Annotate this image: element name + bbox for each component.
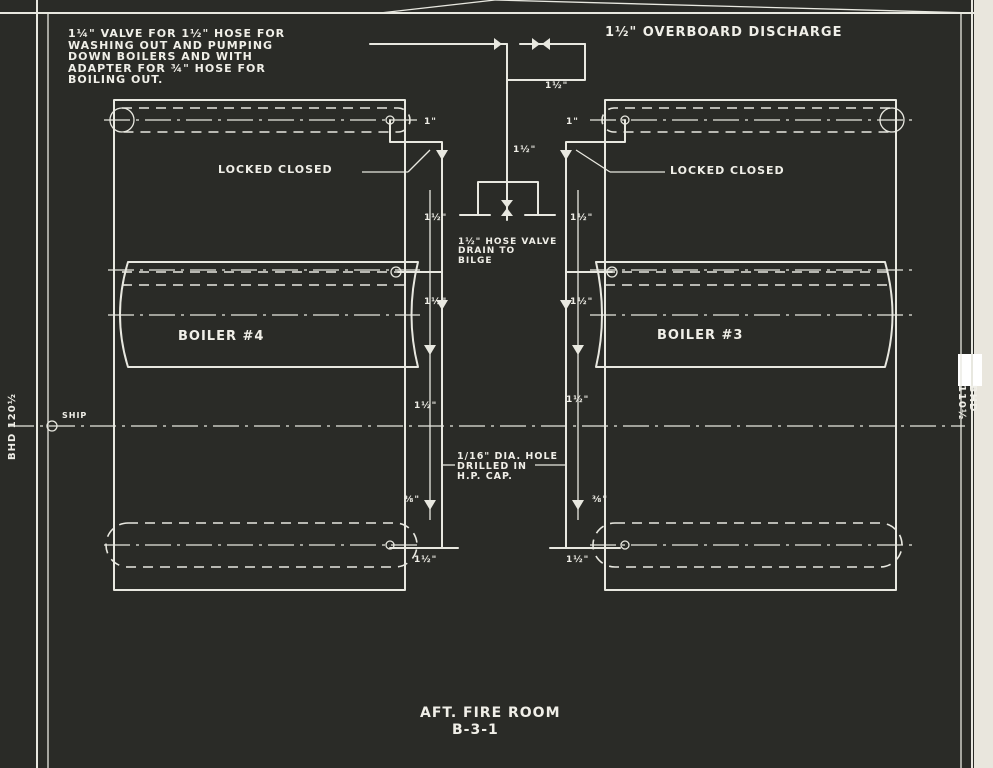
pipe-size-right-1in: 1" xyxy=(566,117,579,127)
pipe-size-right-low: 1½" xyxy=(566,395,590,405)
locked-closed-right-label: LOCKED CLOSED xyxy=(670,164,785,177)
pipe-size-left-mid: 1½" xyxy=(424,297,448,307)
pipe-size-right-3-8: ⅜" xyxy=(592,495,609,505)
pipe-size-left-1in: 1" xyxy=(424,117,437,127)
pipe-size-top: 1½" xyxy=(545,81,569,91)
pipe-size-center: 1½" xyxy=(513,145,537,155)
pipe-size-right-mid: 1½" xyxy=(570,297,594,307)
ship-centerline-label: SHIP xyxy=(62,411,88,420)
valve-symbols xyxy=(46,38,630,550)
pipe-size-right-upper: 1½" xyxy=(570,213,594,223)
hose-valve-drain-label: 1½" HOSE VALVE DRAIN TO BILGE xyxy=(458,237,558,266)
boiler-4-label: BOILER #4 xyxy=(178,329,265,344)
title-line-2: B-3-1 xyxy=(452,722,499,738)
pipe-size-right-bottom: 1½" xyxy=(566,555,590,565)
paper-tab xyxy=(958,354,982,386)
bhd-left-label: BHD 120½ xyxy=(7,393,18,460)
title-line-1: AFT. FIRE ROOM xyxy=(420,705,561,721)
boiler-3-label: BOILER #3 xyxy=(657,328,744,343)
pipe-size-left-upper: 1½" xyxy=(424,213,448,223)
boiler-3-drawing xyxy=(590,99,912,591)
boiler-4-drawing xyxy=(104,99,420,591)
pipe-size-left-low: 1½" xyxy=(414,401,438,411)
bhd-right-label: BHD 110½ xyxy=(956,385,979,421)
locked-closed-left-label: LOCKED CLOSED xyxy=(218,163,333,176)
paper-edge xyxy=(974,0,993,768)
valve-note: 1¼" VALVE FOR 1½" HOSE FOR WASHING OUT A… xyxy=(68,27,286,87)
hole-note-label: 1/16" DIA. HOLE DRILLED IN H.P. CAP. xyxy=(457,451,558,482)
pipe-size-left-3-8: ⅜" xyxy=(404,495,421,505)
pipe-size-left-bottom: 1½" xyxy=(414,555,438,565)
overboard-discharge-label: 1½" OVERBOARD DISCHARGE xyxy=(605,25,843,40)
